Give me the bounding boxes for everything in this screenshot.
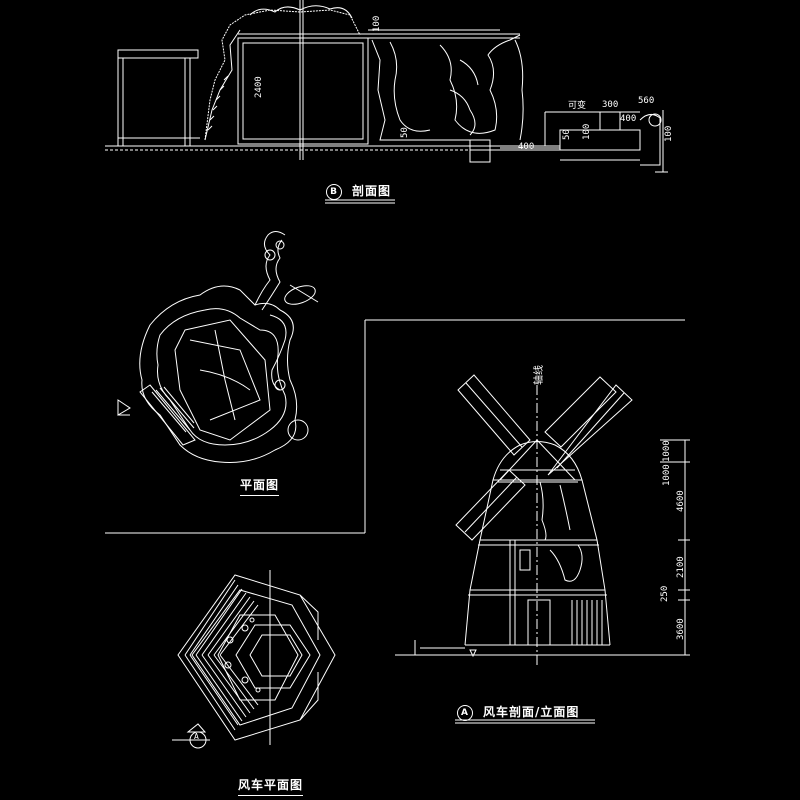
windmill-elevation-drawing	[395, 374, 690, 665]
windmill-plan-marker: A	[194, 732, 199, 741]
dim-100b: 100	[582, 123, 592, 140]
dim-1000-b: 1000	[662, 440, 672, 462]
dim-1000-a: 1000	[662, 464, 672, 486]
dim-250: 250	[660, 585, 670, 602]
section-b-title: B 剖面图	[326, 182, 391, 200]
dim-100c: 100	[664, 125, 674, 142]
dim-560: 560	[638, 96, 655, 106]
dim-300: 300	[602, 100, 619, 110]
windmill-plan-title: 风车平面图	[238, 776, 304, 796]
axis-label: 轴线	[534, 365, 545, 385]
dim-2100: 2100	[676, 556, 686, 578]
section-b-title-text: 剖面图	[352, 184, 392, 198]
dim-2400: 2400	[254, 76, 264, 98]
section-b-marker: B	[326, 183, 342, 200]
plan-drawing	[105, 231, 685, 534]
dim-400: 400	[518, 142, 535, 152]
dim-4600: 4600	[676, 490, 686, 512]
windmill-elevation-title-text: 风车剖面/立面图	[483, 705, 580, 719]
plan-title: 平面图	[240, 476, 280, 496]
dim-50b: 50	[562, 129, 572, 140]
section-b-drawing	[105, 0, 668, 173]
windmill-elevation-title: A 风车剖面/立面图	[457, 703, 579, 721]
windmill-plan-drawing	[172, 570, 336, 749]
dim-50: 50	[400, 127, 410, 138]
dim-100-top: 100	[372, 15, 382, 32]
dim-3600: 3600	[676, 618, 686, 640]
dim-400b: 400	[620, 114, 637, 124]
section-b-note: 可变	[568, 101, 587, 111]
windmill-elevation-marker: A	[457, 704, 473, 721]
